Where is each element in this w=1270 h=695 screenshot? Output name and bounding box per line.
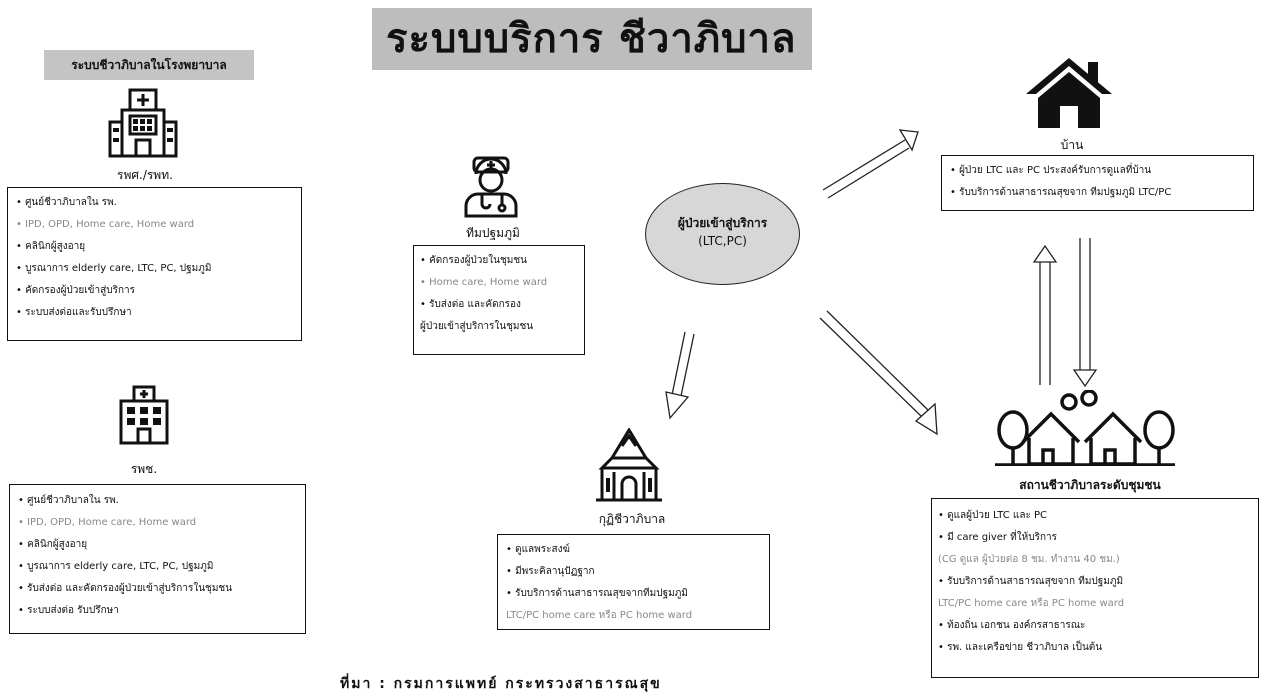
large-hospital-box: • ศูนย์ชีวาภิบาลใน รพ. • IPD, OPD, Home …: [7, 187, 302, 341]
list-item: • รับส่งต่อ และคัดกรองผู้ป่วยเข้าสู่บริก…: [18, 583, 233, 594]
list-item: • ระบบส่งต่อ รับปรึกษา: [18, 605, 119, 616]
list-item: • บูรณาการ elderly care, LTC, PC, ปฐมภูม…: [18, 561, 214, 572]
list-item: • คลินิกผู้สูงอายุ: [18, 539, 88, 550]
arrow-to-home-head: [898, 129, 919, 152]
list-item: • ศูนย์ชีวาภิบาลใน รพ.: [16, 197, 117, 208]
list-item: • ดูแลพระสงฆ์: [506, 544, 570, 555]
source-caption: ที่มา : กรมการแพทย์ กระทรวงสาธารณสุข: [340, 676, 662, 692]
temple-caption: กุฏิชีวาภิบาล: [598, 512, 666, 526]
list-item: • คัดกรองผู้ป่วยเข้าสู่บริการ: [16, 285, 135, 296]
hospital-icon: [118, 385, 170, 445]
list-item: • รับบริการด้านสาธารณสุขจาก ทีมปฐมภูมิ L…: [950, 187, 1172, 198]
list-item: • ดูแลผู้ป่วย LTC และ PC: [938, 510, 1048, 521]
community-center-caption: สถานชีวาภิบาลระดับชุมชน: [1019, 478, 1161, 492]
list-item: • ท้องถิ่น เอกชน องค์กรสาธารณะ: [938, 620, 1086, 631]
arrow-to-community-head: [914, 402, 938, 436]
primary-care-caption: ทีมปฐมภูมิ: [466, 226, 520, 240]
list-item: • ศูนย์ชีวาภิบาลใน รพ.: [18, 495, 119, 506]
list-item: ผู้ป่วยเข้าสู่บริการในชุมชน: [420, 321, 534, 332]
list-item: • รพ. และเครือข่าย ชีวาภิบาล เป็นต้น: [938, 642, 1103, 653]
community-hospital-caption: รพช.: [130, 462, 158, 476]
community-center-box: • ดูแลผู้ป่วย LTC และ PC • มี care giver…: [931, 498, 1259, 678]
arrow-to-home: [822, 139, 910, 199]
large-hospital-caption: รพศ./รพท.: [117, 168, 173, 182]
primary-care-box: • คัดกรองผู้ป่วยในชุมชน • Home care, Hom…: [413, 245, 585, 355]
arrow-to-community: [819, 310, 929, 418]
arrow-home-to-community-head: [1072, 369, 1098, 388]
list-item: • ระบบส่งต่อและรับปรึกษา: [16, 307, 132, 318]
list-item: • คัดกรองผู้ป่วยในชุมชน: [420, 255, 527, 266]
temple-box: • ดูแลพระสงฆ์ • มีพระคิลานุปัฏฐาก • รับบ…: [497, 534, 770, 630]
list-item: • คลินิกผู้สูงอายุ: [16, 241, 86, 252]
list-item: • มี care giver ที่ให้บริการ: [938, 532, 1058, 543]
patient-entry-sublabel: (LTC,PC): [698, 234, 747, 248]
community-hospital-box: • ศูนย์ชีวาภิบาลใน รพ. • IPD, OPD, Home …: [9, 484, 306, 634]
list-item: LTC/PC home care หรือ PC home ward: [938, 598, 1125, 609]
list-item: • มีพระคิลานุปัฏฐาก: [506, 566, 595, 577]
list-item: • IPD, OPD, Home care, Home ward: [16, 219, 195, 230]
temple-icon: [592, 428, 666, 502]
hospital-section-title: ระบบชีวาภิบาลในโรงพยาบาล: [44, 50, 254, 80]
list-item: • รับบริการด้านสาธารณสุขจาก ทีมปฐมภูมิ: [938, 576, 1124, 587]
doctor-icon: [462, 152, 520, 218]
house-icon: [1022, 54, 1116, 130]
list-item: (CG ดูแล ผู้ป่วยต่อ 8 ชม. ทำงาน 40 ชม.): [938, 554, 1120, 565]
arrow-community-to-home-head: [1032, 244, 1058, 263]
list-item: • รับบริการด้านสาธารณสุขจากทีมปฐมภูมิ: [506, 588, 688, 599]
arrow-to-temple-head: [665, 391, 690, 420]
list-item: • บูรณาการ elderly care, LTC, PC, ปฐมภูม…: [16, 263, 212, 274]
home-box: • ผู้ป่วย LTC และ PC ประสงค์รับการดูแลที…: [941, 155, 1254, 211]
home-caption: บ้าน: [1060, 138, 1084, 152]
patient-entry-label: ผู้ป่วยเข้าสู่บริการ: [677, 216, 768, 230]
list-item: • IPD, OPD, Home care, Home ward: [18, 517, 197, 528]
diagram-title: ระบบบริการ ชีวาภิบาล: [372, 8, 812, 70]
list-item: • รับส่งต่อ และคัดกรอง: [420, 299, 521, 310]
list-item: • ผู้ป่วย LTC และ PC ประสงค์รับการดูแลที…: [950, 165, 1152, 176]
community-icon: [995, 390, 1175, 466]
patient-entry-node: ผู้ป่วยเข้าสู่บริการ (LTC,PC): [645, 183, 800, 285]
arrow-community-to-home: [1039, 262, 1051, 385]
hospital-icon: [108, 86, 178, 158]
arrow-to-temple: [671, 331, 695, 397]
list-item: LTC/PC home care หรือ PC home ward: [506, 610, 693, 621]
list-item: • Home care, Home ward: [420, 277, 548, 288]
arrow-home-to-community: [1079, 238, 1091, 370]
